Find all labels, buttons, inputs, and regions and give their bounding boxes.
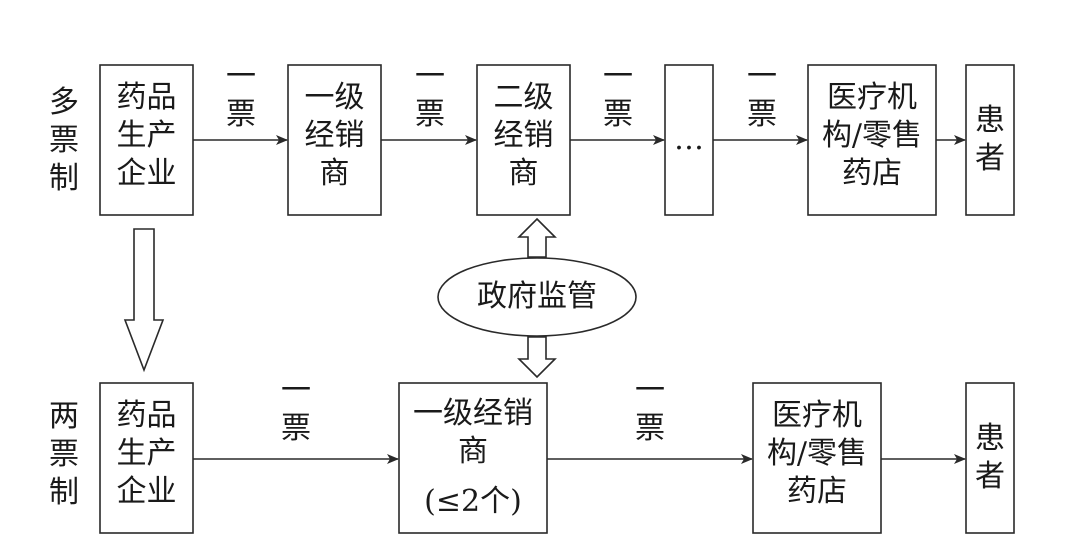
node-producer-multi: 药品生产企业 [116,80,177,191]
node-hospital-multi: 医疗机构/零售药店 [821,80,923,191]
regulator-down-arrow [517,336,557,379]
regulator-oval [437,257,637,337]
node-level1-two: 一级经销商 [413,396,533,469]
box-producer-two [99,382,194,534]
transition-arrow [123,228,165,373]
box-patient-two [965,382,1015,534]
regulator-label: 政府监管 [477,279,597,314]
node-ellipsis-multi: … [674,122,704,157]
box-hospital-two [752,382,882,534]
node-level1-two-note: (≤2个) [424,484,522,519]
box-level1-two [398,382,548,534]
edge-label-multi-4: 一票 [747,59,777,132]
node-patient-two: 患者 [975,421,1005,494]
row-label-multi: 多票制 [49,85,79,196]
box-patient-multi [965,64,1015,216]
edge-label-two-2: 一票 [635,373,665,446]
edge-label-multi-3: 一票 [603,59,633,132]
edge-label-multi-1: 一票 [226,59,256,132]
row-label-two: 两票制 [49,399,79,510]
node-patient-multi: 患者 [975,103,1005,176]
node-hospital-two: 医疗机构/零售药店 [766,398,868,509]
node-level1-multi: 一级经销商 [304,80,365,191]
node-producer-two: 药品生产企业 [116,398,177,509]
edge-label-two-1: 一票 [281,373,311,446]
node-level2-multi: 二级经销商 [493,80,554,191]
edge-label-multi-2: 一票 [415,59,445,132]
regulator-up-arrow [517,217,557,258]
